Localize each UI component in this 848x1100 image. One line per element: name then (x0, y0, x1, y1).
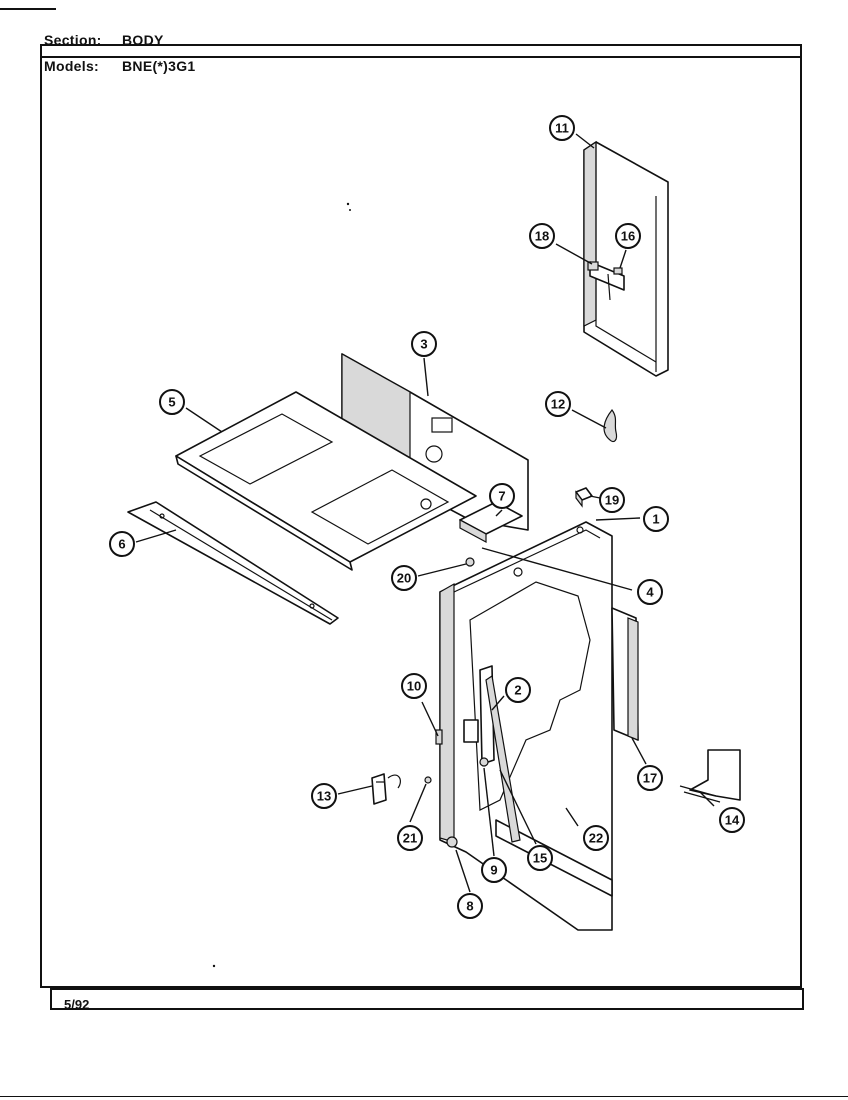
svg-text:19: 19 (605, 493, 619, 508)
callout-5: 5 (159, 389, 185, 415)
callout-11: 11 (549, 115, 575, 141)
callout-22: 22 (583, 825, 609, 851)
models-label: Models: (44, 58, 99, 74)
models-line: Models: BNE(*)3G1 (44, 58, 196, 74)
scan-specks (212, 202, 351, 968)
part-21-screw (424, 776, 432, 784)
svg-text:22: 22 (589, 831, 603, 846)
callout-14: 14 (719, 807, 745, 833)
callout-4: 4 (637, 579, 663, 605)
callout-10: 10 (401, 673, 427, 699)
svg-text:17: 17 (643, 771, 657, 786)
svg-text:13: 13 (317, 789, 331, 804)
svg-text:9: 9 (490, 863, 497, 878)
callout-12: 12 (545, 391, 571, 417)
svg-text:15: 15 (533, 851, 547, 866)
svg-text:4: 4 (646, 585, 654, 600)
part-6-front-trim (127, 501, 339, 625)
footer-date: 5/92 (64, 997, 90, 1012)
svg-text:5: 5 (168, 395, 175, 410)
svg-text:18: 18 (535, 229, 549, 244)
callout-8: 8 (457, 893, 483, 919)
part-2-latch (463, 665, 521, 843)
part-10-clip (435, 729, 443, 745)
callout-19: 19 (599, 487, 625, 513)
svg-text:11: 11 (555, 121, 569, 136)
bottom-rule (0, 1096, 848, 1097)
part-17-side-bracket (611, 607, 639, 741)
svg-text:10: 10 (407, 679, 421, 694)
callout-15: 15 (527, 845, 553, 871)
svg-text:12: 12 (551, 397, 565, 412)
footer-box (50, 988, 804, 1010)
svg-text:2: 2 (514, 683, 521, 698)
leader-lines (135, 133, 715, 893)
svg-text:21: 21 (403, 831, 417, 846)
svg-text:3: 3 (420, 337, 427, 352)
part-11-back-panel (583, 140, 669, 377)
part-9-fastener (479, 757, 489, 767)
callout-18: 18 (529, 223, 555, 249)
part-5-cooktop (175, 391, 477, 571)
models-value: BNE(*)3G1 (122, 58, 196, 74)
svg-text:7: 7 (498, 489, 505, 504)
callout-17: 17 (637, 765, 663, 791)
callout-1: 1 (643, 506, 669, 532)
diagram-frame (40, 44, 802, 988)
callout-20: 20 (391, 565, 417, 591)
svg-text:1: 1 (652, 512, 659, 527)
part-13-hinge (371, 773, 401, 805)
callout-21: 21 (397, 825, 423, 851)
fasteners (424, 261, 623, 848)
svg-text:8: 8 (466, 899, 473, 914)
callout-3: 3 (411, 331, 437, 357)
callout-9: 9 (481, 857, 507, 883)
svg-text:20: 20 (397, 571, 411, 586)
part-1-body-frame (439, 521, 613, 931)
callout-13: 13 (311, 783, 337, 809)
callout-16: 16 (615, 223, 641, 249)
models-rule (40, 56, 802, 58)
part-16-fastener (613, 267, 623, 275)
part-8-screw (446, 836, 458, 848)
callout-2: 2 (505, 677, 531, 703)
part-14-corner-bracket (679, 749, 741, 803)
callout-7: 7 (489, 483, 515, 509)
part-19-block (575, 487, 593, 508)
part-7-bracket (459, 501, 523, 544)
part-20-screw (465, 557, 475, 567)
svg-text:16: 16 (621, 229, 635, 244)
svg-text:14: 14 (725, 813, 740, 828)
part-22-bottom-rail (495, 819, 613, 897)
callout-6: 6 (109, 531, 135, 557)
top-corner-mark (0, 8, 56, 10)
part-18-fastener (587, 261, 599, 271)
part-12-clip (603, 409, 618, 443)
svg-text:6: 6 (118, 537, 125, 552)
